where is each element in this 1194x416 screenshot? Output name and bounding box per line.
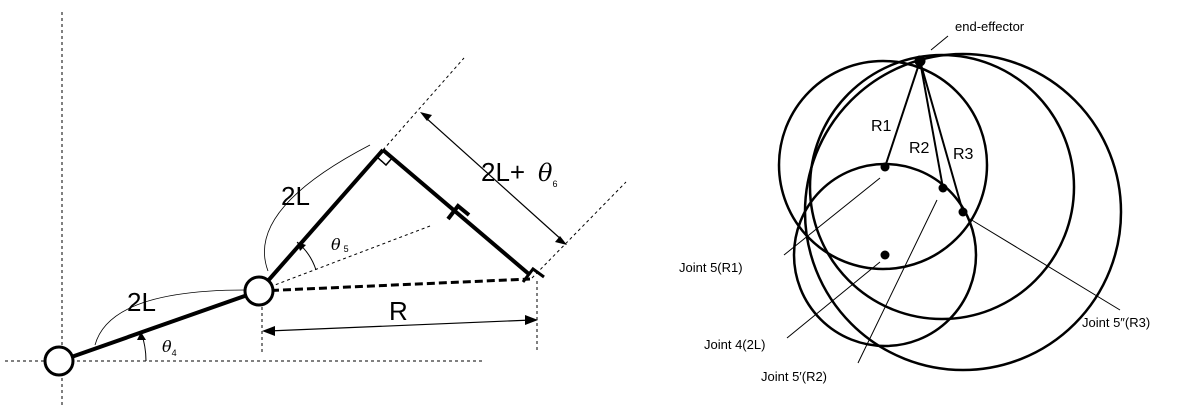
prismatic-joint-end [521, 266, 545, 283]
leader-end-effector [930, 35, 949, 51]
joint5pp-r3-label: Joint 5″(R3) [1082, 315, 1150, 330]
link1-label-arc [94, 289, 246, 346]
perp-ref-bottom-dashed [531, 181, 627, 279]
end-effector-label: end-effector [955, 19, 1025, 34]
theta5-arrowhead [297, 242, 306, 251]
right-diagram: end-effector R1 R2 R3 Joint 5(R1) Joint … [679, 19, 1150, 384]
r3-line [919, 60, 964, 213]
r2-line [919, 60, 944, 189]
r3-label: R3 [953, 146, 974, 163]
extension-dimension-line [424, 116, 564, 242]
joint5-r1-label: Joint 5(R1) [679, 260, 743, 275]
joint4-2l-label: Joint 4(2L) [704, 337, 765, 352]
leader-joint5-r1 [783, 177, 881, 256]
joint5p-r2-label: Joint 5′(R2) [761, 369, 827, 384]
joint4-dot [880, 250, 890, 260]
right-angle-marker [376, 156, 394, 167]
extension-arrow-end [555, 236, 567, 245]
segment-to-ee [381, 148, 532, 277]
circle-r3 [803, 52, 1123, 372]
theta4-label: θ4 [162, 337, 177, 358]
link2-label: 2L [281, 181, 310, 211]
perp-ref-top-dashed [382, 57, 465, 151]
joint5p-r2-dot [938, 183, 948, 193]
circle-r1 [777, 59, 989, 271]
extension-label: 2L+ [481, 157, 525, 187]
link2-bar [257, 148, 385, 293]
r-label: R [389, 296, 408, 326]
r1-label: R1 [871, 118, 892, 135]
leader-joint5p [857, 199, 938, 364]
joint5pp-r3-dot [958, 207, 968, 217]
r2-label: R2 [909, 140, 930, 157]
r1-line [884, 60, 921, 168]
base-joint-circle [43, 345, 75, 377]
link2-ref-dashed [258, 225, 431, 292]
r-line-dashed [258, 277, 531, 293]
r-dimension-line [267, 319, 533, 332]
r-arrow-start [262, 326, 275, 336]
leader-joint4 [786, 261, 881, 339]
joint5-r1-dot [880, 162, 890, 172]
extension-arrow-start [420, 112, 432, 121]
theta4-arrowhead [137, 332, 146, 340]
joint4-circle [243, 275, 275, 307]
end-effector-dot [914, 55, 926, 67]
link1-bar [59, 289, 260, 363]
r-arrow-end [525, 315, 538, 325]
link2-label-arc [264, 144, 371, 272]
leader-joint5pp [969, 218, 1121, 311]
theta6-label: θ6 [538, 159, 557, 189]
prismatic-joint-mid [446, 203, 471, 221]
link1-label: 2L [127, 287, 156, 317]
